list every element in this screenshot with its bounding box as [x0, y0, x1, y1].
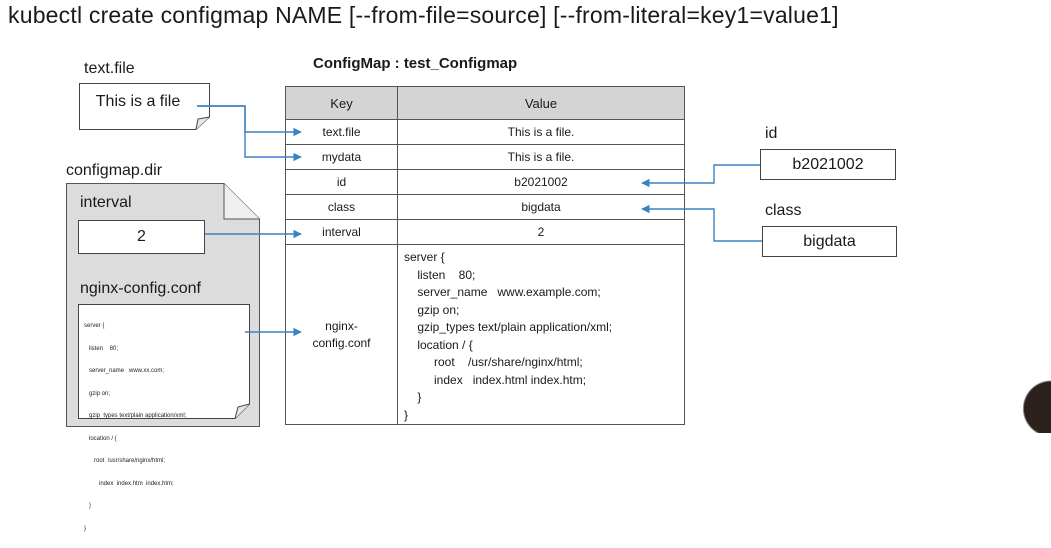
literal-id-label: id	[765, 125, 778, 142]
row-value: This is a file.	[397, 144, 685, 170]
row-value: b2021002	[397, 169, 685, 195]
code-line: gzip_types text/plain application/xml;	[404, 320, 613, 334]
nginx-file-label: nginx-config.conf	[80, 280, 201, 297]
row-value: This is a file.	[397, 119, 685, 145]
row-key: id	[285, 169, 398, 195]
row-key: text.file	[285, 119, 398, 145]
arrow-textfile-to-key	[197, 105, 302, 137]
table-row-nginx: nginx- config.conf server { listen 80; s…	[285, 244, 685, 425]
nginx-note-shape	[78, 304, 250, 419]
connector-arrows	[197, 105, 762, 337]
text-file-note: This is a file	[79, 83, 210, 130]
nginx-key-line: nginx-	[325, 318, 358, 333]
mini-code-line: listen 80;	[84, 345, 119, 352]
table-row: interval 2	[285, 219, 685, 245]
interval-file-box: 2	[78, 220, 205, 254]
text-file-label: text.file	[84, 60, 135, 77]
configmap-dir-label: configmap.dir	[66, 162, 163, 179]
code-line: }	[404, 390, 422, 404]
code-line: }	[404, 407, 409, 422]
value-column-header: Value	[397, 86, 685, 120]
text-file-note-shape	[79, 83, 210, 130]
mini-code-line: }	[84, 503, 92, 509]
table-row: text.file This is a file.	[285, 119, 685, 145]
row-key: class	[285, 194, 398, 220]
table-row: id b2021002	[285, 169, 685, 195]
interval-file-value: 2	[137, 228, 146, 245]
code-line: server {	[404, 250, 445, 264]
command-title: kubectl create configmap NAME [--from-fi…	[8, 2, 839, 28]
mini-code-line: location / {	[84, 435, 117, 442]
nginx-row-value: server { listen 80; server_name www.exam…	[397, 244, 685, 425]
configmap-title: ConfigMap : test_Configmap	[313, 55, 518, 72]
mini-code-line: index index.htm index.htm;	[84, 480, 174, 487]
arrow-textfile-to-mydata	[197, 105, 302, 162]
table-row: class bigdata	[285, 194, 685, 220]
table-header-row: Key Value	[285, 86, 685, 120]
literal-class-box: bigdata	[762, 226, 897, 257]
arrow-class-to-value	[641, 204, 762, 242]
code-line: root /usr/share/nginx/html;	[404, 355, 583, 369]
table-row: mydata This is a file.	[285, 144, 685, 170]
key-column-header: Key	[285, 86, 398, 120]
presenter-shape	[1023, 372, 1051, 433]
nginx-row-key: nginx- config.conf	[285, 244, 398, 425]
text-file-content: This is a file	[95, 93, 181, 110]
configmap-table: Key Value text.file This is a file. myda…	[285, 86, 685, 425]
mini-code-line: root /usr/share/nginx/html;	[84, 458, 166, 464]
configmap-dir-folder: interval 2 nginx-config.conf server { li…	[66, 183, 260, 532]
interval-file-label: interval	[80, 194, 132, 211]
nginx-key-line: config.conf	[312, 335, 371, 350]
mini-code-line: }	[84, 525, 87, 532]
mini-code-line: server_name www.xx.com;	[84, 368, 165, 374]
code-line: gzip on;	[404, 302, 460, 317]
mini-code-line: server {	[84, 323, 105, 329]
code-line: listen 80;	[404, 267, 476, 282]
code-line: server_name www.example.com;	[404, 285, 601, 299]
literal-id-value: b2021002	[792, 155, 864, 173]
literal-id-box: b2021002	[760, 149, 896, 180]
mini-code-line: gzip_types text/plain application/xml;	[84, 413, 187, 419]
arrow-id-to-value	[641, 164, 760, 188]
mini-code-line: gzip on;	[84, 390, 111, 397]
row-value: 2	[397, 219, 685, 245]
row-key: interval	[285, 219, 398, 245]
literal-class-label: class	[765, 202, 802, 219]
code-line: location / {	[404, 337, 473, 352]
code-line: index index.html index.htm;	[404, 372, 587, 387]
literal-class-value: bigdata	[803, 232, 856, 250]
